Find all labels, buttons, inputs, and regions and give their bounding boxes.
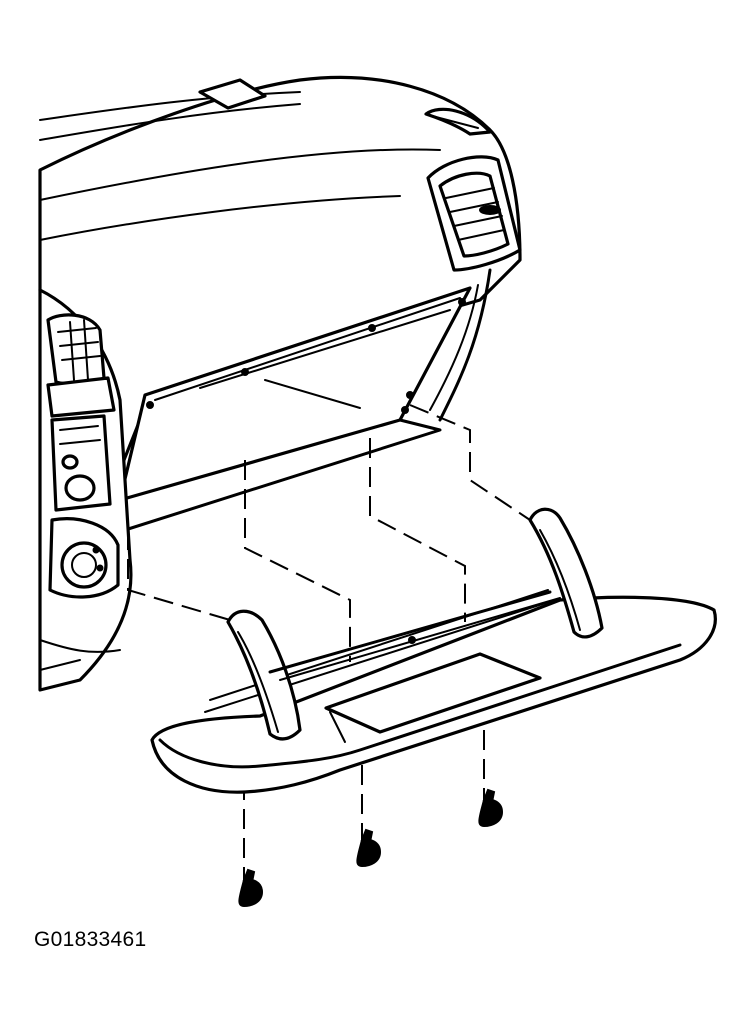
glove-box-opening [118,268,492,532]
screw-2 [356,828,382,868]
air-vent-right [426,155,522,272]
figure-id-label: G01833461 [34,928,147,951]
alignment-lines [127,404,531,880]
screw-1 [238,868,264,908]
glove-box-door [150,507,717,794]
center-stack [38,288,133,692]
screw-3 [478,788,504,828]
